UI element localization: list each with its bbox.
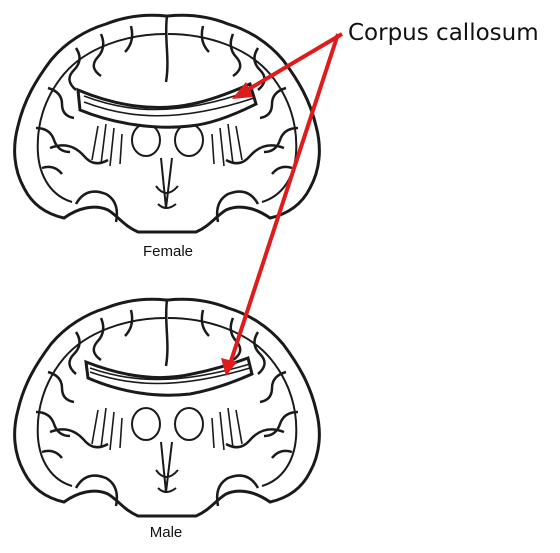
corpus-callosum-label: Corpus callosum (348, 20, 539, 46)
male-brain-drawing (15, 299, 320, 516)
female-label: Female (143, 243, 193, 260)
female-brain-drawing (15, 15, 320, 232)
male-label: Male (150, 524, 183, 541)
